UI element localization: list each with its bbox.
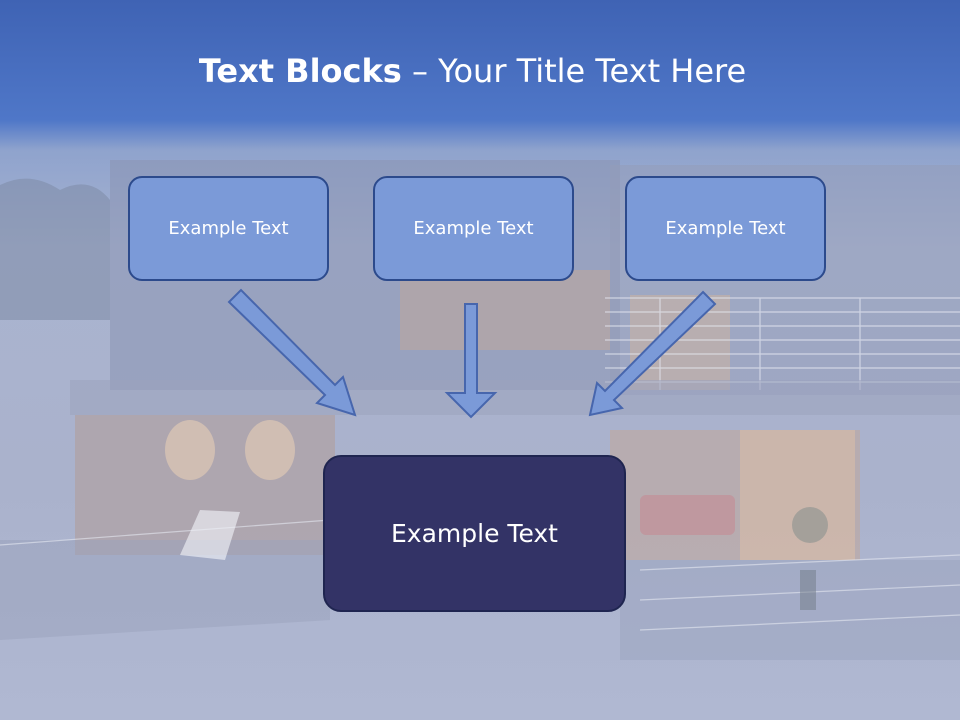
title-bold: Text Blocks	[198, 52, 402, 90]
arrow-right	[588, 290, 717, 417]
text-block-1[interactable]: Example Text	[128, 176, 329, 281]
arrow-center	[444, 303, 498, 419]
text-block-3-label: Example Text	[665, 218, 786, 239]
text-block-2[interactable]: Example Text	[373, 176, 574, 281]
text-block-3[interactable]: Example Text	[625, 176, 826, 281]
title-rest: – Your Title Text Here	[401, 52, 747, 90]
main-text-block-label: Example Text	[391, 519, 558, 548]
arrow-left	[227, 288, 357, 417]
text-block-1-label: Example Text	[168, 218, 289, 239]
slide-title: Text Blocks – Your Title Text Here	[0, 52, 945, 90]
text-block-2-label: Example Text	[413, 218, 534, 239]
main-text-block[interactable]: Example Text	[323, 455, 626, 612]
